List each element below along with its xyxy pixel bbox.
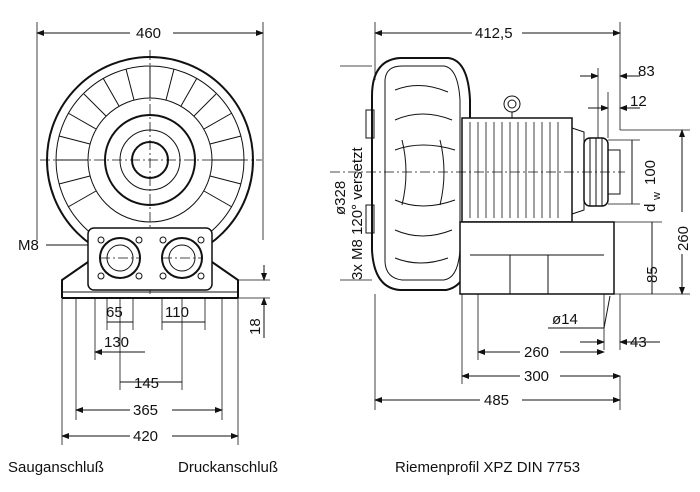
- caption-suction: Sauganschluß: [8, 459, 104, 476]
- dim-145: 145: [134, 375, 159, 392]
- dim-300: 300: [524, 368, 549, 385]
- dim-100: 100: [642, 160, 659, 185]
- dim-110: 110: [165, 304, 189, 321]
- dim-485: 485: [484, 392, 509, 409]
- dim-dw-sub: w: [651, 192, 663, 201]
- dim-130: 130: [104, 334, 129, 351]
- dim-260: 260: [524, 344, 549, 361]
- dim-412: 412,5: [475, 25, 513, 42]
- dim-365: 365: [133, 402, 158, 419]
- dim-260-vertical: 260: [675, 226, 692, 251]
- side-view: 412,5: [330, 22, 692, 410]
- dim-12: 12: [630, 93, 647, 110]
- dim-bolts: 3x M8 120° versetzt: [349, 146, 366, 280]
- dim-65: 65: [106, 304, 123, 321]
- caption-belt: Riemenprofil XPZ DIN 7753: [395, 459, 580, 476]
- caption-pressure: Druckanschluß: [178, 459, 278, 476]
- dim-18: 18: [247, 318, 264, 335]
- dim-dia328: ø328: [332, 181, 349, 215]
- dim-83: 83: [638, 63, 655, 80]
- dim-43: 43: [630, 334, 647, 351]
- dim-dw: d: [642, 204, 659, 212]
- dim-85: 85: [644, 266, 661, 283]
- dim-m8: M8: [18, 237, 39, 254]
- dim-420: 420: [133, 428, 158, 445]
- front-view: 460: [18, 22, 270, 445]
- dim-460: 460: [136, 25, 161, 42]
- dim-dia14: ø14: [552, 311, 578, 328]
